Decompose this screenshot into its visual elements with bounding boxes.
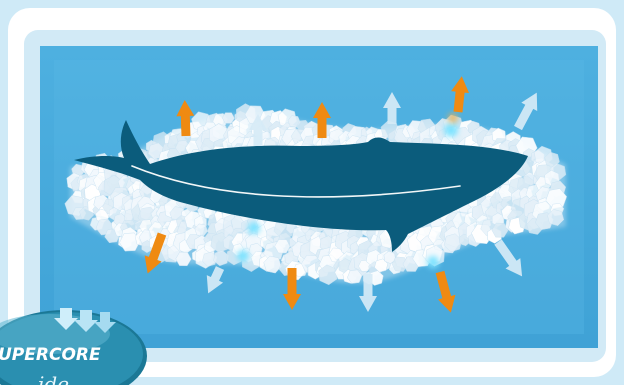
- glint: [248, 222, 260, 234]
- supercore-guide-badge: UPERCORE ide: [0, 298, 155, 385]
- glint: [448, 113, 458, 123]
- badge-title: UPERCORE: [0, 345, 101, 365]
- glint: [427, 256, 439, 268]
- glint: [237, 250, 249, 262]
- badge-subtitle: ide: [38, 372, 69, 385]
- glint: [444, 123, 458, 137]
